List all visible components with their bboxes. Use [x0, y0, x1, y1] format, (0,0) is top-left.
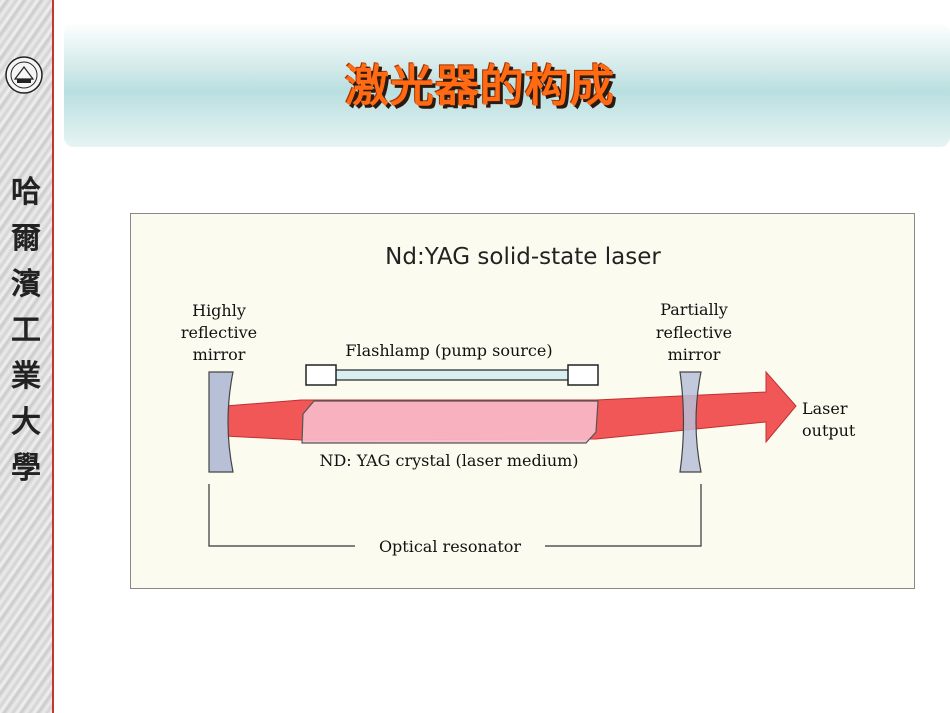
diagram-title: Nd:YAG solid-state laser — [385, 244, 661, 270]
right-mirror-label-line: mirror — [668, 345, 721, 364]
university-char: 哈 — [11, 175, 41, 210]
university-char: 爾 — [11, 221, 41, 256]
resonator-bracket-left — [208, 484, 355, 547]
university-char: 濱 — [11, 267, 41, 302]
left-mirror-label-line: Highly — [192, 301, 246, 320]
university-char: 大 — [11, 405, 41, 440]
university-char: 工 — [11, 313, 41, 348]
right-mirror-label-line: reflective — [656, 323, 732, 342]
flashlamp-left-electrode — [305, 364, 337, 386]
title-banner — [64, 22, 950, 147]
university-char: 業 — [11, 359, 41, 394]
laser-diagram: Nd:YAG solid-state laser Highly reflecti… — [130, 213, 915, 589]
university-name-vertical: 哈 爾 濱 工 業 大 學 — [6, 170, 46, 492]
laser-output-label-line: Laser — [802, 399, 848, 418]
slide-title: 激光器的构成 — [345, 61, 615, 112]
laser-diagram-svg: Nd:YAG solid-state laser Highly reflecti… — [181, 244, 856, 556]
laser-output-label-line: output — [802, 421, 856, 440]
resonator-label: Optical resonator — [379, 537, 521, 556]
flashlamp-label: Flashlamp (pump source) — [345, 341, 552, 360]
sidebar: 哈 爾 濱 工 業 大 學 — [0, 0, 54, 713]
left-mirror — [208, 371, 234, 473]
left-mirror-label-line: reflective — [181, 323, 257, 342]
right-mirror — [679, 371, 702, 473]
nd-yag-crystal — [301, 400, 599, 444]
resonator-bracket-right — [545, 484, 702, 547]
flashlamp-right-electrode — [567, 364, 599, 386]
university-emblem-icon — [5, 56, 43, 94]
right-mirror-label-line: Partially — [660, 300, 728, 319]
flashlamp-tube — [330, 369, 570, 381]
crystal-label: ND: YAG crystal (laser medium) — [319, 451, 578, 470]
left-mirror-label-line: mirror — [193, 345, 246, 364]
university-char: 學 — [11, 451, 41, 486]
